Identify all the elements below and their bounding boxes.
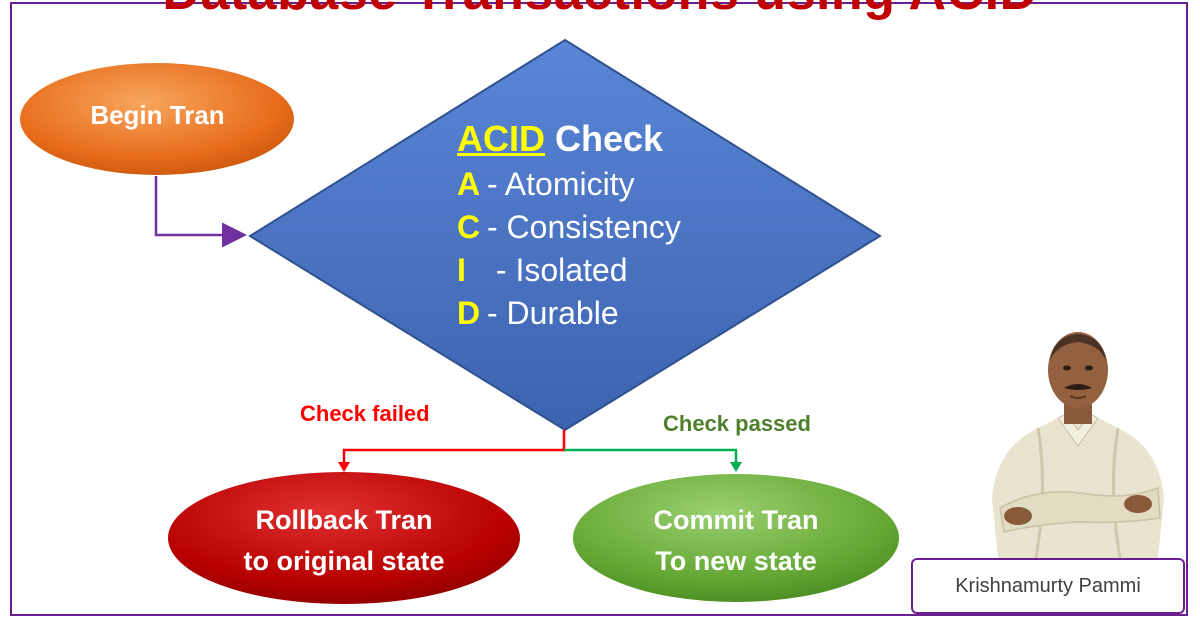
acid-check-heading: ACID Check: [457, 118, 681, 160]
rollback-line-2: to original state: [243, 546, 445, 576]
acid-line-consistency: C- Consistency: [457, 209, 681, 246]
acid-check-text: ACID Check A- Atomicity C- Consistency I…: [457, 118, 681, 332]
commit-line-1: Commit Tran: [653, 505, 819, 535]
begin-to-check-arrow: [154, 176, 247, 248]
check-passed-label: Check passed: [663, 411, 811, 436]
check-failed-label: Check failed: [300, 401, 430, 426]
author-photo: [992, 332, 1164, 558]
acid-line-isolated: I - Isolated: [457, 252, 681, 289]
acid-term: - Consistency: [487, 209, 681, 245]
acid-term: - Durable: [487, 295, 619, 331]
acid-line-durable: D- Durable: [457, 295, 681, 332]
check-word: Check: [545, 118, 664, 159]
check-failed-arrow: [342, 430, 566, 466]
acid-line-atomicity: A- Atomicity: [457, 166, 681, 203]
begin-node-label: Begin Tran: [90, 100, 225, 130]
rollback-line-1: Rollback Tran: [255, 505, 433, 535]
author-name: Krishnamurty Pammi: [955, 574, 1141, 597]
acid-term: - Isolated: [487, 252, 628, 288]
author-name-box: Krishnamurty Pammi: [911, 558, 1185, 614]
acid-letter: A: [457, 166, 481, 202]
slide-frame: [10, 2, 1188, 616]
acid-letter: C: [457, 209, 481, 245]
check-passed-arrow: [564, 448, 738, 466]
commit-node: [573, 474, 899, 602]
rollback-node-label: Rollback Tran to original state: [168, 500, 520, 582]
commit-line-2: To new state: [655, 546, 817, 576]
acid-term: - Atomicity: [487, 166, 635, 202]
begin-node: [20, 63, 294, 175]
acid-letter: I: [457, 252, 466, 288]
page-title: Database Transactions using ACID: [0, 0, 1200, 22]
acid-word: ACID: [457, 118, 545, 159]
rollback-node: [168, 472, 520, 604]
acid-letter: D: [457, 295, 481, 331]
commit-node-label: Commit Tran To new state: [573, 500, 899, 582]
